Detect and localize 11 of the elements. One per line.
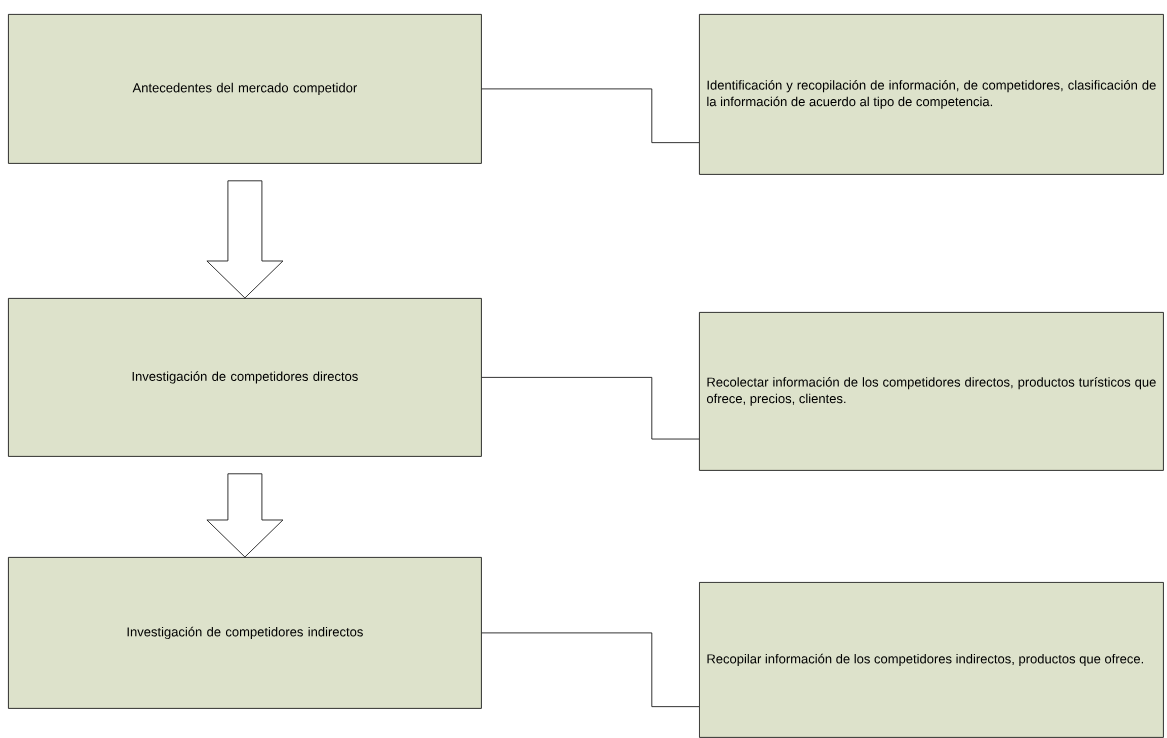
connector-line (481, 377, 700, 440)
step-box: Investigación de competidores directos (8, 298, 482, 457)
note-box: Recolectar información de los competidores directos, productos turísticos que ofrece, precios, clientes. (699, 312, 1164, 471)
block-arrow (206, 180, 284, 299)
step-box: Investigación de competidores indirectos (8, 557, 482, 709)
block-arrow (206, 473, 284, 558)
connector-line (481, 88, 700, 144)
note-box: Recopilar información de los competidores indirectos, productos que ofrece. (699, 582, 1164, 738)
step-box: Antecedentes del mercado competidor (8, 14, 482, 164)
note-box: Identificación y recopilación de información, de competidores, clasificación de la información de acuerdo al tipo de competencia. (699, 14, 1164, 175)
connector-line (481, 632, 700, 708)
